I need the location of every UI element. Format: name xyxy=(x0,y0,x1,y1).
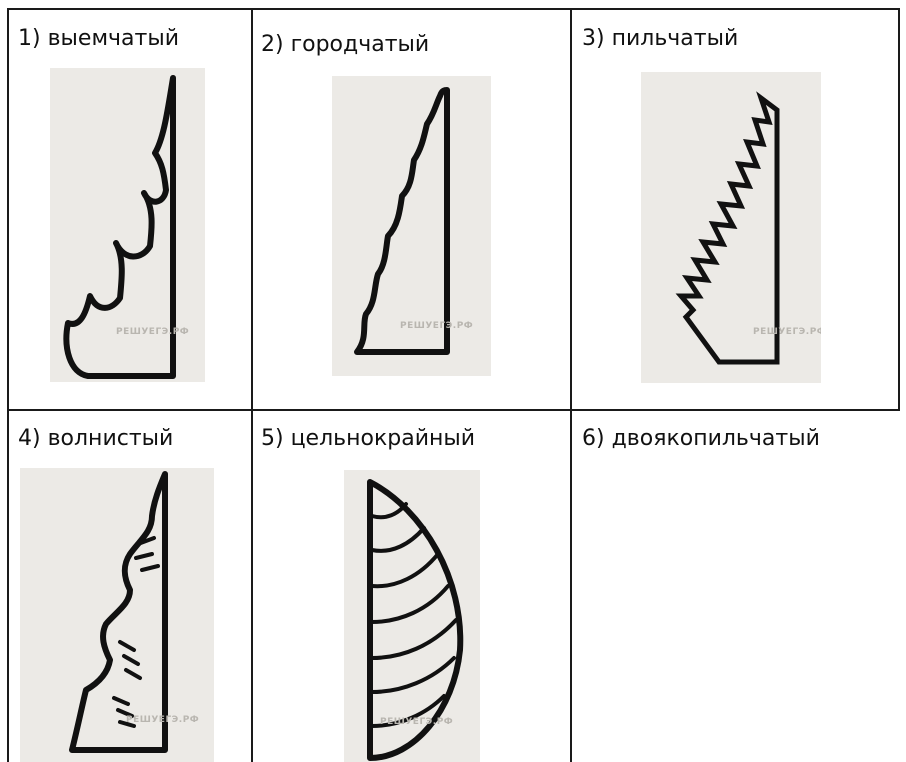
leaf-drawing-entire: РЕШУЕГЭ.РФ xyxy=(344,470,480,762)
table-top-border xyxy=(7,8,900,10)
table-right-border xyxy=(898,8,900,410)
leaf-drawing-undulate: РЕШУЕГЭ.РФ xyxy=(20,468,214,762)
watermark: РЕШУЕГЭ.РФ xyxy=(400,321,473,331)
leaf-drawing-crenate: РЕШУЕГЭ.РФ xyxy=(332,76,491,376)
watermark: РЕШУЕГЭ.РФ xyxy=(380,717,453,727)
table-left-border xyxy=(7,8,9,762)
leaf-drawing-serrate: РЕШУЕГЭ.РФ xyxy=(641,72,821,383)
cell-label-6: 6) двоякопильчатый xyxy=(582,428,820,450)
cell-label-4: 4) волнистый xyxy=(18,428,173,450)
watermark: РЕШУЕГЭ.РФ xyxy=(126,715,199,725)
cell-label-2: 2) городчатый xyxy=(261,34,429,56)
cell-label-5: 5) цельнокрайный xyxy=(261,428,475,450)
table-column-divider-2 xyxy=(570,8,572,762)
table-column-divider-1 xyxy=(251,8,253,762)
leaf-drawing-sinuate: РЕШУЕГЭ.РФ xyxy=(50,68,205,382)
table-row-divider xyxy=(7,409,900,411)
watermark: РЕШУЕГЭ.РФ xyxy=(116,327,189,337)
watermark: РЕШУЕГЭ.РФ xyxy=(753,327,821,337)
cell-label-3: 3) пильчатый xyxy=(582,28,738,50)
cell-label-1: 1) выемчатый xyxy=(18,28,179,50)
